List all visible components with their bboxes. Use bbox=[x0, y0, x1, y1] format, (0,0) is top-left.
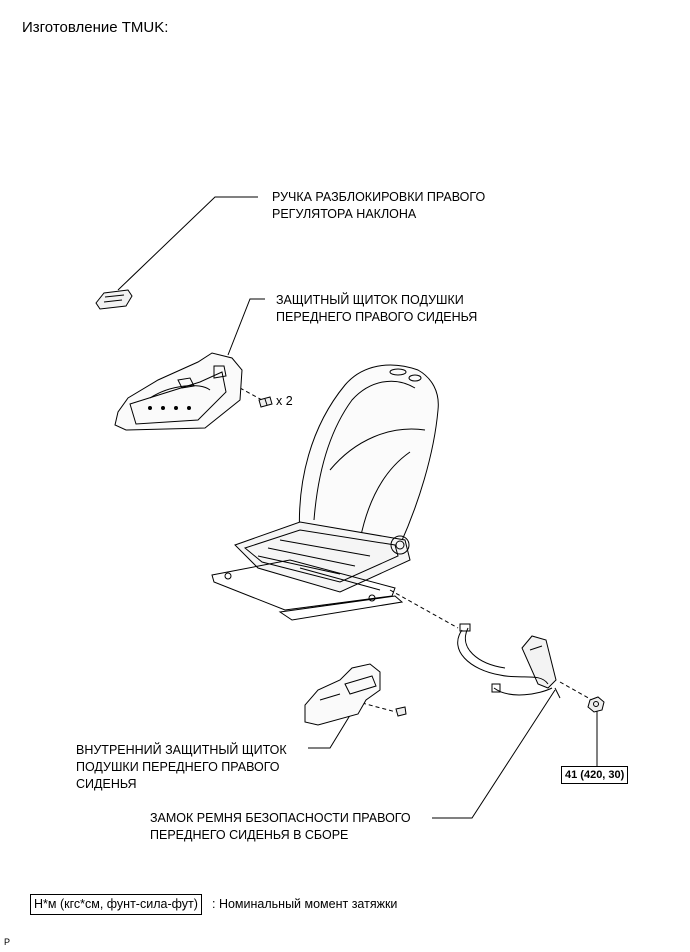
cushion-shield-part bbox=[114, 352, 243, 431]
inner-shield-label: ВНУТРЕННИЙ ЗАЩИТНЫЙ ЩИТОК ПОДУШКИ ПЕРЕДН… bbox=[76, 742, 287, 793]
torque-value-box: 41 (420, 30) bbox=[561, 766, 629, 784]
release-handle-label-line1: РУЧКА РАЗБЛОКИРОВКИ ПРАВОГО bbox=[272, 190, 486, 204]
leader-lines bbox=[117, 196, 598, 819]
shield-label-line2: ПЕРЕДНЕГО ПРАВОГО СИДЕНЬЯ bbox=[276, 310, 478, 324]
nut-part bbox=[587, 696, 605, 713]
shield-label-line1: ЗАЩИТНЫЙ ЩИТОК ПОДУШКИ bbox=[276, 293, 464, 307]
belt-buckle-label: ЗАМОК РЕМНЯ БЕЗОПАСНОСТИ ПРАВОГО ПЕРЕДНЕ… bbox=[150, 810, 411, 844]
torque-legend-text: : Номинальный момент затяжки bbox=[212, 897, 398, 911]
seat-back bbox=[298, 364, 439, 549]
inner-shield-label-line3: СИДЕНЬЯ bbox=[76, 777, 137, 791]
belt-buckle-label-line2: ПЕРЕДНЕГО СИДЕНЬЯ В СБОРЕ bbox=[150, 828, 349, 842]
release-handle-label: РУЧКА РАЗБЛОКИРОВКИ ПРАВОГО РЕГУЛЯТОРА Н… bbox=[272, 189, 485, 223]
inner-shield-label-line1: ВНУТРЕННИЙ ЗАЩИТНЫЙ ЩИТОК bbox=[76, 743, 287, 757]
release-handle-part bbox=[95, 289, 133, 310]
screw-count-label: x 2 bbox=[276, 394, 293, 408]
seat-frame bbox=[211, 521, 411, 621]
inner-shield-part bbox=[304, 663, 381, 726]
belt-buckle-label-line1: ЗАМОК РЕМНЯ БЕЗОПАСНОСТИ ПРАВОГО bbox=[150, 811, 411, 825]
shield-label: ЗАЩИТНЫЙ ЩИТОК ПОДУШКИ ПЕРЕДНЕГО ПРАВОГО… bbox=[276, 292, 477, 326]
small-screw-part bbox=[395, 706, 407, 717]
screw-part bbox=[258, 396, 273, 408]
footer-code: P bbox=[4, 937, 11, 947]
page-title: Изготовление TMUK: bbox=[22, 19, 169, 36]
torque-unit-box: Н*м (кгс*см, фунт-сила-фут) bbox=[30, 894, 202, 915]
inner-shield-label-line2: ПОДУШКИ ПЕРЕДНЕГО ПРАВОГО bbox=[76, 760, 280, 774]
assembly-dashes bbox=[239, 387, 593, 713]
seat-belt-buckle-part bbox=[457, 623, 561, 699]
release-handle-label-line2: РЕГУЛЯТОРА НАКЛОНА bbox=[272, 207, 417, 221]
